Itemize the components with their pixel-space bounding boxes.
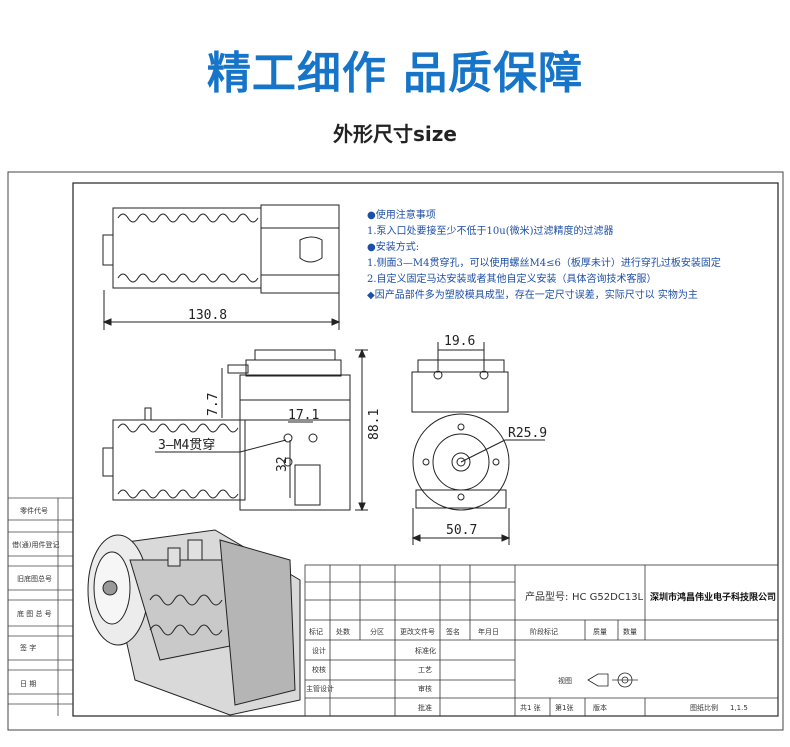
- note-line-3: ●安装方式:: [367, 240, 419, 253]
- scale-label: 图纸比例: [690, 703, 718, 712]
- dim-body-width: 50.7: [446, 523, 477, 538]
- top-view: [102, 204, 341, 330]
- page-title: 精工细作 品质保障: [206, 48, 584, 99]
- title-block: [304, 564, 779, 717]
- role-standard: 标准化: [415, 646, 436, 655]
- note-line-6: ◆因产品部件多为塑胶模具成型，存在一定尺寸误差，实际尺寸以 实物为主: [367, 288, 698, 301]
- rev-header-doc: 更改文件号: [400, 627, 435, 636]
- left-label-old-base: 旧底图总号: [17, 574, 52, 583]
- page-subtitle: 外形尺寸size: [333, 122, 457, 146]
- product-model: HC G52DC13L: [572, 592, 644, 603]
- rev-header-sign: 签名: [446, 627, 460, 636]
- rev-header-mark: 标记: [309, 627, 323, 636]
- sheet-number: 第1张: [555, 703, 573, 712]
- note-line-4: 1.侧面3—M4贯穿孔，可以使用螺丝M4≤6（板厚未计）进行穿孔过板安装固定: [367, 256, 721, 269]
- outer-frame: [7, 171, 784, 731]
- left-label-base-total: 底 图 总 号: [17, 609, 52, 618]
- role-design: 设计: [312, 646, 326, 655]
- role-supervisor: 主管设计: [306, 684, 334, 693]
- role-check: 校核: [312, 665, 326, 674]
- product-label: 产品型号:: [525, 590, 568, 603]
- dim-width: 19.6: [444, 334, 475, 349]
- role-approve: 批准: [418, 703, 432, 712]
- version-label: 版本: [593, 703, 607, 712]
- note-line-5: 2.自定义固定马达安装或者其他自定义安装（具体咨询技术客服）: [367, 272, 657, 285]
- company-name: 深圳市鸿昌伟业电子科技限公司: [650, 591, 776, 603]
- view-label: 视图: [558, 676, 572, 685]
- left-column-table: [8, 497, 73, 716]
- label-hole-spec: 3—M4贯穿: [158, 437, 215, 453]
- note-line-2: 1.泵入口处要接至少不低于10u(微米)过滤精度的过滤器: [367, 224, 614, 237]
- dim-hole-spacing: 17.1: [288, 408, 319, 423]
- rev-header-count: 处数: [336, 627, 350, 636]
- rev-header-zone: 分区: [370, 627, 384, 636]
- note-line-1: ●使用注意事项: [367, 208, 436, 221]
- left-label-date: 日 期: [20, 680, 36, 688]
- dim-length: 130.8: [188, 308, 227, 323]
- role-review: 审核: [418, 684, 432, 693]
- dim-height-offset: 7.7: [206, 393, 221, 416]
- front-view: [411, 342, 545, 545]
- scale-value: 1,1.5: [730, 704, 748, 712]
- stage-label: 阶段标记: [530, 627, 558, 636]
- sheet-total: 共1 张: [520, 703, 541, 712]
- dim-total-height: 88.1: [367, 409, 382, 440]
- dim-vertical-32: 32: [275, 456, 290, 472]
- quantity-label: 数量: [623, 627, 637, 636]
- product-3d-illustration: [87, 529, 301, 716]
- mass-label: 质量: [593, 627, 607, 636]
- rev-header-date: 年月日: [478, 627, 499, 636]
- left-label-borrow: 借(通)用件登记: [12, 540, 59, 549]
- dim-radius: R25.9: [508, 426, 547, 441]
- left-label-part-code: 零件代号: [20, 506, 48, 515]
- side-view: [102, 348, 368, 512]
- left-label-sign: 签 字: [20, 643, 36, 652]
- role-process: 工艺: [418, 666, 432, 674]
